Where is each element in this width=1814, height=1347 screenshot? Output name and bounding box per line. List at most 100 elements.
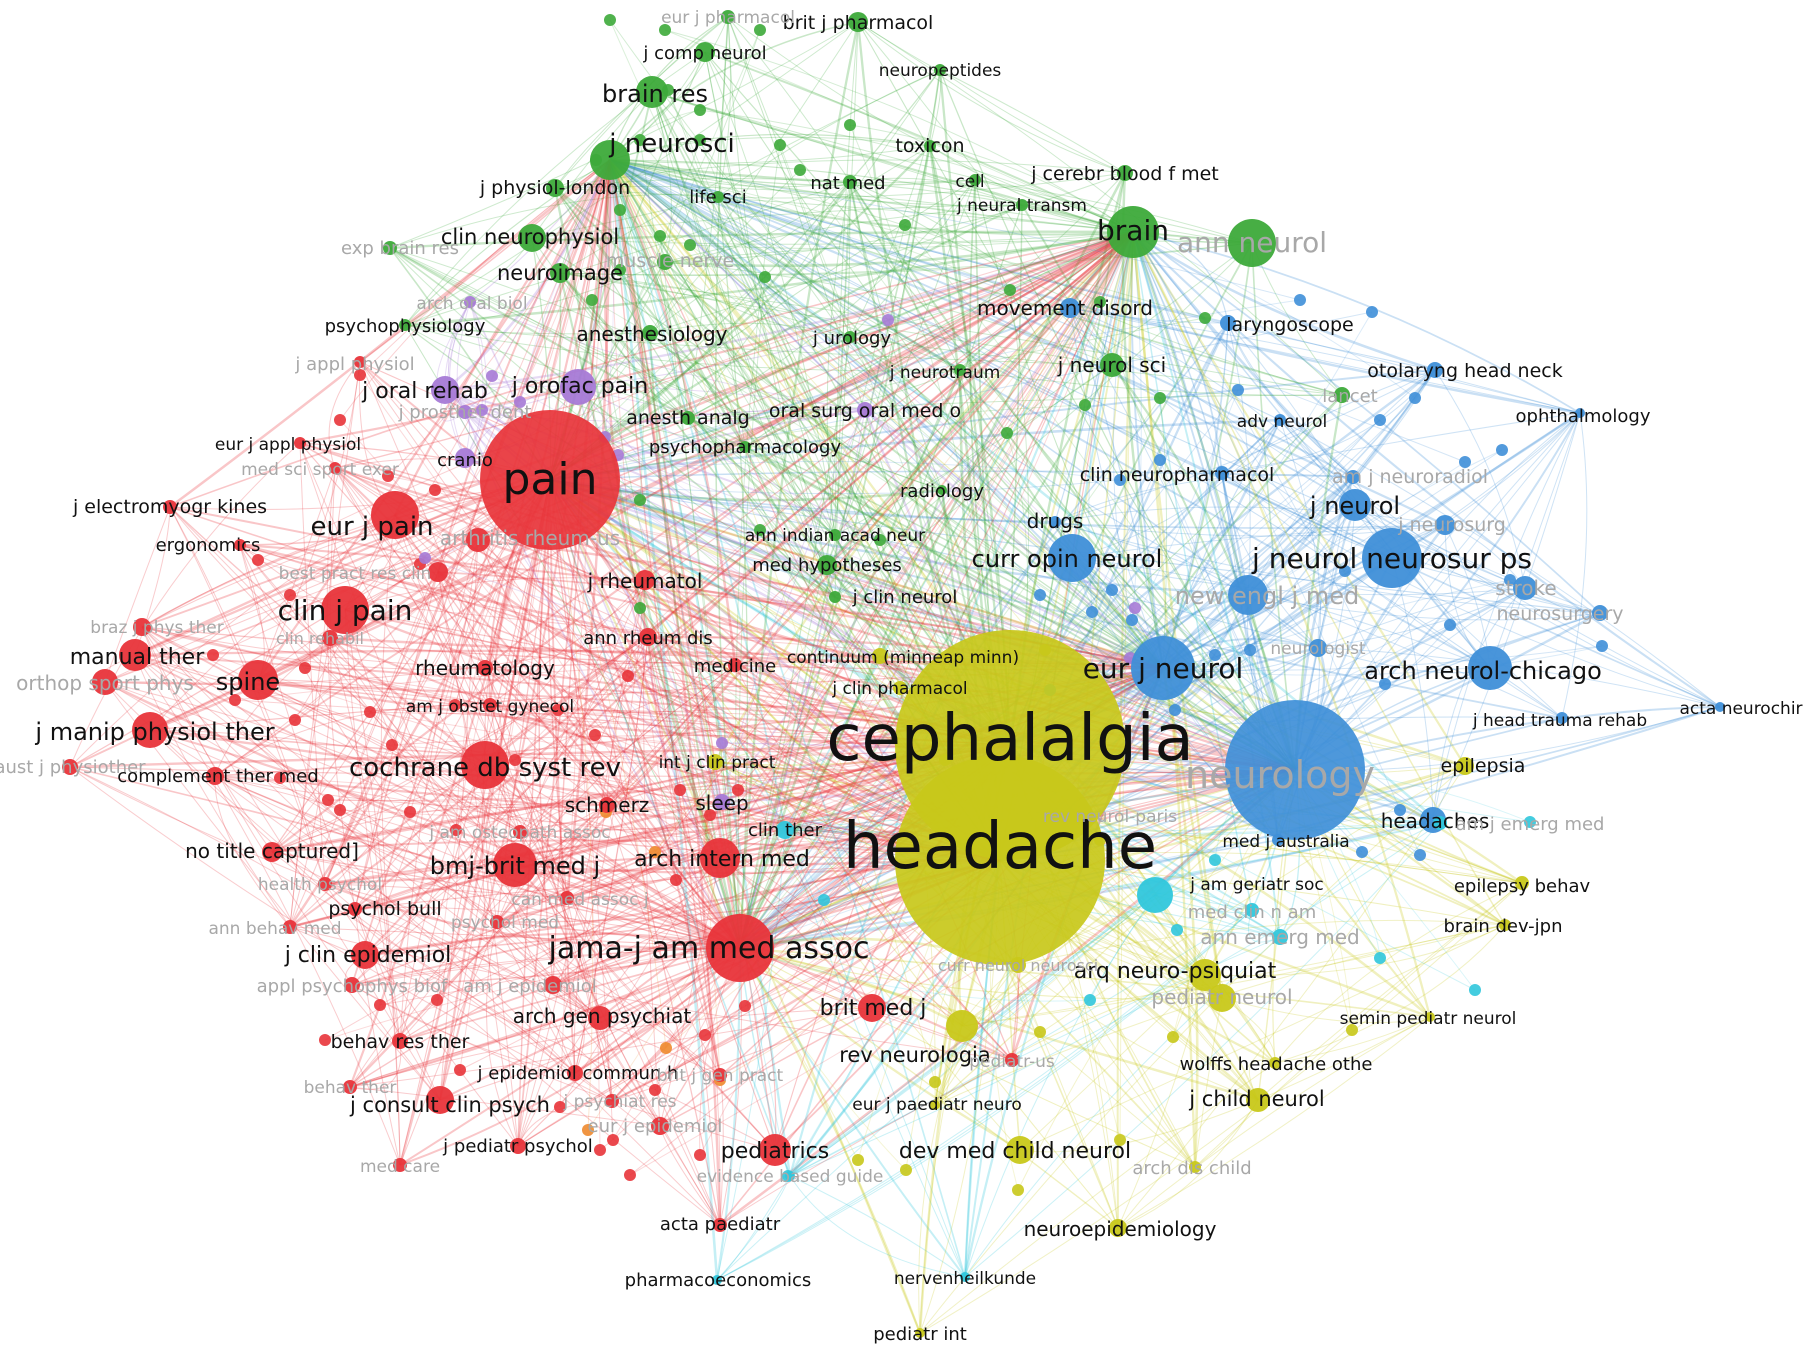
node-psychol-med[interactable] bbox=[490, 915, 504, 929]
node-j-cerebr[interactable] bbox=[1117, 165, 1133, 181]
node-ann-rheum-dis[interactable] bbox=[639, 628, 657, 646]
node-psychopharmacology[interactable] bbox=[739, 441, 751, 453]
network-node-dot[interactable] bbox=[694, 104, 706, 116]
node-eur-j-neurol[interactable] bbox=[1131, 636, 1195, 700]
node-arq-neuro[interactable] bbox=[1189, 959, 1221, 991]
network-node-dot[interactable] bbox=[319, 1034, 331, 1046]
node-eur-j-epidemiol[interactable] bbox=[651, 1117, 669, 1135]
node-j-consult-clin-psych[interactable] bbox=[426, 1086, 454, 1114]
node-j-epidemiol-commun[interactable] bbox=[567, 1065, 583, 1081]
network-node-dot[interactable] bbox=[660, 1042, 672, 1054]
node-j-manip[interactable] bbox=[132, 712, 168, 748]
node-jama[interactable] bbox=[706, 914, 774, 982]
network-node-dot[interactable] bbox=[419, 552, 431, 564]
node-nat-med[interactable] bbox=[843, 175, 857, 189]
node-manual-ther[interactable] bbox=[119, 639, 151, 671]
network-node-dot[interactable] bbox=[1154, 392, 1166, 404]
node-neurologist[interactable] bbox=[1309, 639, 1327, 657]
network-node-dot[interactable] bbox=[899, 219, 911, 231]
node-curr-opin-neurol[interactable] bbox=[1048, 534, 1096, 582]
network-node-dot[interactable] bbox=[1232, 384, 1244, 396]
node-nervenheilkunde[interactable] bbox=[960, 1272, 970, 1282]
node-am-j-obstet[interactable] bbox=[483, 698, 497, 712]
network-node-dot[interactable] bbox=[1379, 678, 1391, 690]
node-otolaryng[interactable] bbox=[1427, 362, 1443, 378]
node-med-j-australia[interactable] bbox=[1272, 834, 1284, 846]
node-j-neurol[interactable] bbox=[1339, 489, 1371, 521]
node-wolffs[interactable] bbox=[1269, 1057, 1281, 1069]
network-node-dot[interactable] bbox=[252, 554, 264, 566]
network-node-dot[interactable] bbox=[1209, 854, 1221, 866]
network-node-dot[interactable] bbox=[1169, 704, 1181, 716]
node-j-neurol-neurosur-ps[interactable] bbox=[1362, 528, 1422, 588]
network-node-dot[interactable] bbox=[1001, 427, 1013, 439]
network-node-dot[interactable] bbox=[386, 739, 398, 751]
network-node-dot[interactable] bbox=[1414, 849, 1426, 861]
network-node-dot[interactable] bbox=[818, 894, 830, 906]
network-node-dot[interactable] bbox=[659, 24, 671, 36]
node-eur-j-pain[interactable] bbox=[371, 491, 419, 539]
network-node-dot[interactable] bbox=[289, 714, 301, 726]
node-behav-ther[interactable] bbox=[343, 1080, 357, 1094]
node-clin-ther[interactable] bbox=[776, 821, 794, 839]
node-ergonomics[interactable] bbox=[234, 539, 246, 551]
network-node-dot[interactable] bbox=[1199, 312, 1211, 324]
node-arch-dis-child[interactable] bbox=[1189, 1161, 1201, 1173]
node-anesth-analg[interactable] bbox=[681, 411, 695, 425]
network-node-dot[interactable] bbox=[322, 794, 334, 806]
node-rev-neurol[interactable] bbox=[1068, 811, 1082, 825]
node-j-prosthet[interactable] bbox=[458, 405, 472, 419]
node-spine[interactable] bbox=[238, 660, 278, 700]
node-braz-j-phys-ther[interactable] bbox=[133, 618, 151, 636]
node-j-clin-neurol[interactable] bbox=[829, 591, 841, 603]
network-node-dot[interactable] bbox=[704, 809, 716, 821]
network-node-dot[interactable] bbox=[604, 14, 616, 26]
network-node-dot[interactable] bbox=[794, 164, 806, 176]
node-eur-j-paediatr-neuro[interactable] bbox=[930, 1100, 940, 1110]
node-neurology[interactable] bbox=[1225, 700, 1365, 840]
node-cell[interactable] bbox=[969, 174, 981, 186]
node-j-oral-rehab[interactable] bbox=[431, 376, 459, 404]
node-toxicon[interactable] bbox=[924, 140, 936, 152]
node-j-neurol-sci[interactable] bbox=[1100, 353, 1124, 377]
node-arthritis-rheum[interactable] bbox=[466, 528, 490, 552]
network-node-dot[interactable] bbox=[1596, 640, 1608, 652]
node-muscle-nerve[interactable] bbox=[657, 254, 673, 270]
node-epilepsia[interactable] bbox=[1456, 757, 1474, 775]
network-node-dot[interactable] bbox=[334, 414, 346, 426]
network-node-dot[interactable] bbox=[1154, 454, 1166, 466]
node-j-orofac-pain[interactable] bbox=[560, 369, 596, 405]
node-am-j-neuroradiol[interactable] bbox=[1346, 470, 1360, 484]
network-node-dot[interactable] bbox=[670, 874, 682, 886]
node-j-child-neurol[interactable] bbox=[1246, 1088, 1270, 1112]
node-clin-neurophysiol[interactable] bbox=[518, 224, 546, 252]
node-no-title[interactable] bbox=[262, 842, 282, 862]
node-j-comp-neurol[interactable] bbox=[695, 42, 715, 62]
network-node-dot[interactable] bbox=[1114, 474, 1126, 486]
network-node-dot[interactable] bbox=[1459, 456, 1471, 468]
node-psychophysiology[interactable] bbox=[399, 319, 411, 331]
node-pediatr-int[interactable] bbox=[915, 1328, 925, 1338]
network-node-dot[interactable] bbox=[476, 404, 488, 416]
network-node-dot[interactable] bbox=[1374, 414, 1386, 426]
network-node-dot[interactable] bbox=[450, 824, 462, 836]
node-brit-med-j[interactable] bbox=[858, 994, 886, 1022]
network-node-dot[interactable] bbox=[874, 534, 886, 546]
network-node-dot[interactable] bbox=[739, 1000, 751, 1012]
node-exp-brain-res[interactable] bbox=[383, 241, 397, 255]
node-radiology[interactable] bbox=[937, 485, 947, 495]
network-node-dot[interactable] bbox=[582, 1124, 594, 1136]
network-node-dot[interactable] bbox=[654, 230, 666, 242]
network-node-dot[interactable] bbox=[716, 737, 728, 749]
node-j-rheumatol[interactable] bbox=[635, 570, 655, 590]
node-brain[interactable] bbox=[1107, 206, 1159, 258]
network-node-dot[interactable] bbox=[1339, 565, 1351, 577]
node-headache[interactable] bbox=[895, 755, 1105, 965]
network-node-dot[interactable] bbox=[1086, 606, 1098, 618]
node-can-med-assoc-j[interactable] bbox=[560, 891, 574, 905]
node-cranio[interactable] bbox=[455, 448, 475, 468]
network-node-dot[interactable] bbox=[1012, 1184, 1024, 1196]
node-cochrane[interactable] bbox=[461, 741, 509, 789]
node-pediatr-neurol[interactable] bbox=[1208, 984, 1236, 1012]
network-node-dot[interactable] bbox=[900, 1164, 912, 1176]
